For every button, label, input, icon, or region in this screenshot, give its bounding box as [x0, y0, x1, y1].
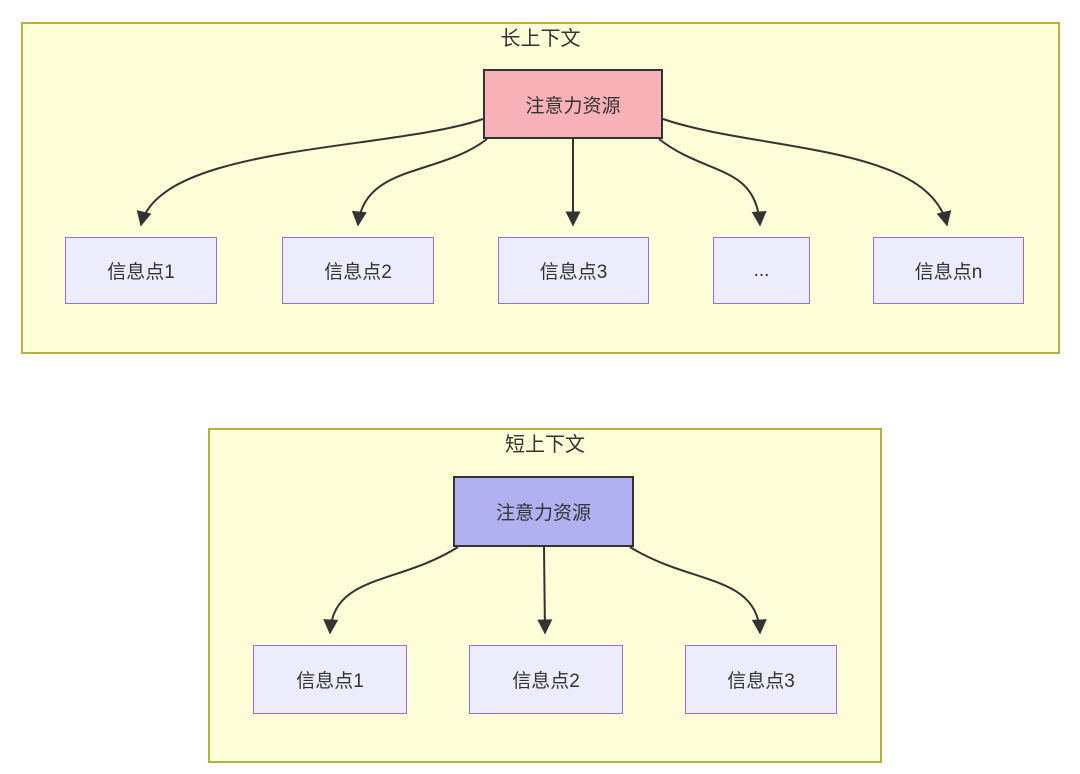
long-info-node-n: 信息点n: [873, 237, 1024, 304]
short-info-node-3: 信息点3: [685, 645, 837, 714]
long-info-node-3-label: 信息点3: [539, 262, 608, 283]
short-info-node-2: 信息点2: [469, 645, 623, 714]
long-info-node-2-label: 信息点2: [324, 262, 392, 283]
short-info-node-3-label: 信息点3: [727, 671, 795, 692]
short-context-title: 短上下文: [505, 434, 585, 456]
long-info-node-n-label: 信息点n: [914, 262, 983, 283]
short-info-node-1-label: 信息点1: [296, 671, 364, 692]
short-info-node-2-label: 信息点2: [512, 671, 580, 692]
long-info-node-1-label: 信息点1: [107, 262, 175, 283]
long-info-node-dots-label: ...: [753, 259, 770, 281]
long-context-title: 长上下文: [500, 28, 581, 50]
long-attention-hub-label: 注意力资源: [525, 95, 621, 117]
long-info-node-1: 信息点1: [65, 237, 217, 304]
long-info-node-3: 信息点3: [498, 237, 649, 304]
long-info-node-dots: ...: [713, 237, 810, 304]
short-info-node-1: 信息点1: [253, 645, 407, 714]
long-attention-hub: 注意力资源: [483, 69, 663, 139]
short-attention-hub: 注意力资源: [453, 476, 634, 547]
long-info-node-2: 信息点2: [282, 237, 434, 304]
short-attention-hub-label: 注意力资源: [495, 503, 591, 524]
